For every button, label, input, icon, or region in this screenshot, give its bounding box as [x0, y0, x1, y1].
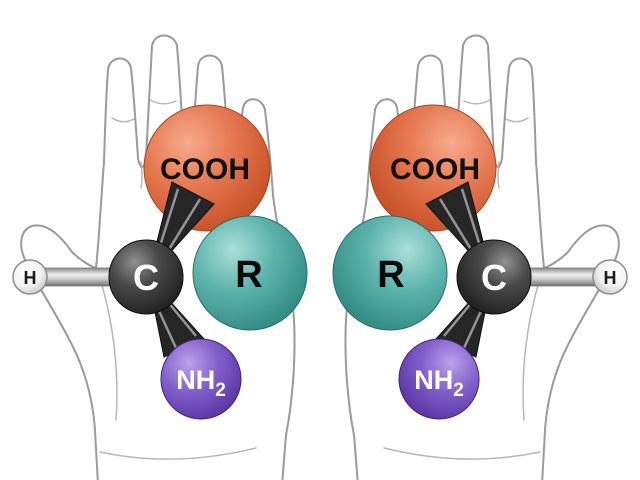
nh2-label-right: NH2 — [414, 365, 464, 401]
carbon-label-right: C — [481, 257, 507, 298]
nh2-label-right-sub: 2 — [453, 380, 464, 401]
carbon-label-left: C — [133, 257, 159, 298]
r-label-right: R — [377, 254, 404, 296]
nh2-label-left-sub: 2 — [215, 380, 226, 401]
hydrogen-label-left: H — [24, 268, 37, 288]
cooh-label-left: COOH — [160, 153, 250, 186]
nh2-label-left-main: NH — [176, 365, 215, 395]
hydrogen-label-right: H — [604, 268, 617, 288]
cooh-label-right: COOH — [390, 153, 480, 186]
nh2-label-left: NH2 — [176, 365, 226, 401]
nh2-label-right-main: NH — [414, 365, 453, 395]
r-label-left: R — [235, 254, 262, 296]
